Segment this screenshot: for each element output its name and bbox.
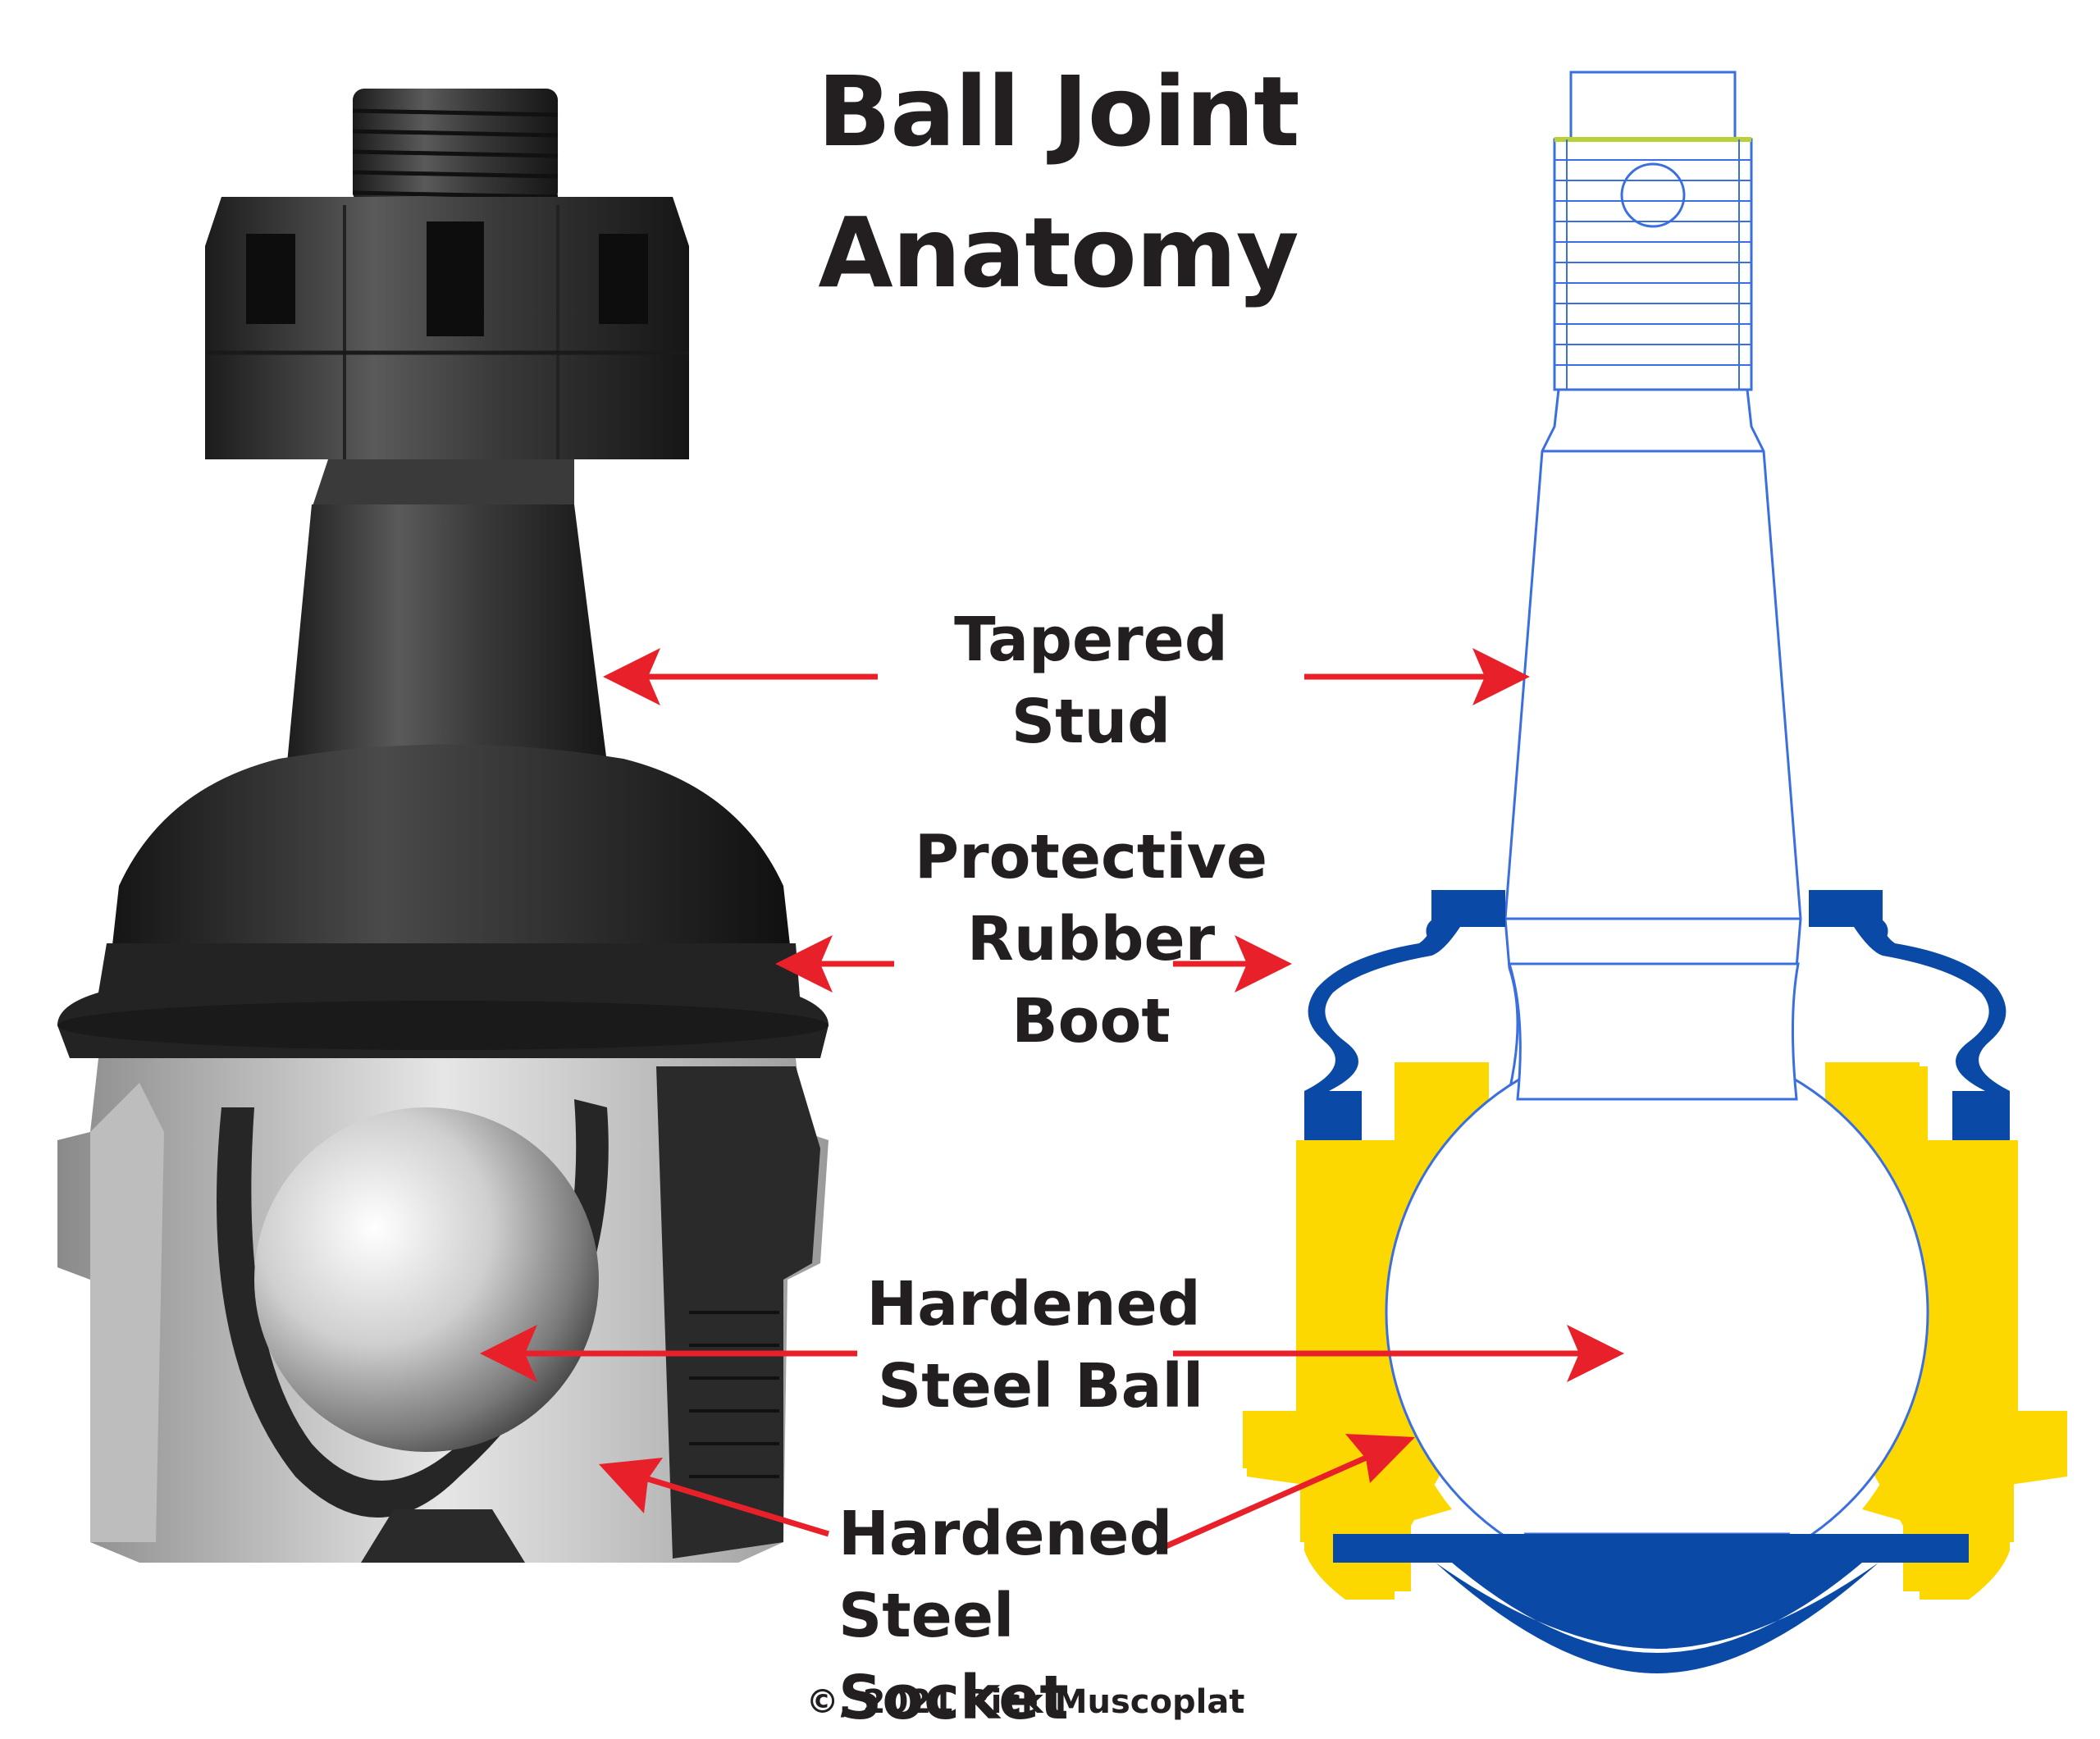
arrow-steel-socket-right xyxy=(1345,1434,1415,1483)
diagram-title: Ball Joint Anatomy xyxy=(722,41,1395,323)
label-tapered-stud: Tapered Stud xyxy=(886,599,1296,763)
label-rubber-boot-line-3: Boot xyxy=(1011,986,1171,1057)
threaded-tip xyxy=(352,89,559,203)
photo-steel-ball xyxy=(254,1107,599,1452)
cutaway-steel-ball xyxy=(1385,1040,1929,1585)
label-steel-socket: Hardened Steel Socket xyxy=(820,1493,1247,1739)
arrow-rubber-boot-left xyxy=(775,935,833,993)
label-rubber-boot: Protective Rubber Boot xyxy=(878,816,1304,1062)
copyright-notice: ©, 2021 Rick Muscoplat xyxy=(806,1683,1245,1721)
title-line-2: Anatomy xyxy=(818,196,1299,309)
label-rubber-boot-line-1: Protective xyxy=(914,822,1268,892)
photo-ball-joint xyxy=(57,89,829,1563)
photo-housing xyxy=(57,1058,829,1563)
photo-rubber-boot xyxy=(57,744,829,1058)
cutaway-steel-socket xyxy=(1333,1534,1969,1673)
castle-nut xyxy=(205,197,689,459)
cutaway-housing-right xyxy=(1825,1062,2067,1600)
arrow-tapered-stud-right xyxy=(1472,648,1530,705)
annotation-arrows xyxy=(480,648,1624,1554)
label-steel-socket-line-1: Hardened xyxy=(838,1499,1173,1569)
label-tapered-stud-line-2: Stud xyxy=(1011,687,1171,757)
label-steel-ball: Hardened Steel Ball xyxy=(845,1263,1222,1427)
title-line-1: Ball Joint xyxy=(817,55,1299,168)
cutaway-diagram xyxy=(1243,71,2067,1673)
label-steel-ball-line-1: Hardened xyxy=(866,1269,1201,1340)
cutaway-rubber-boot xyxy=(1304,890,2010,1140)
arrow-steel-ball-left xyxy=(480,1325,537,1382)
arrow-rubber-boot-right xyxy=(1235,935,1292,993)
photo-tapered-stud xyxy=(287,459,607,763)
arrow-tapered-stud-left xyxy=(603,648,660,705)
cutaway-housing-left xyxy=(1247,1062,1489,1600)
cutaway-threaded-top xyxy=(1553,71,1753,391)
label-steel-socket-line-2: Steel Socket xyxy=(838,1581,1069,1733)
label-tapered-stud-line-1: Tapered xyxy=(954,605,1228,675)
arrow-steel-ball-right xyxy=(1567,1325,1624,1382)
label-rubber-boot-line-2: Rubber xyxy=(966,904,1216,974)
label-steel-ball-line-2: Steel Ball xyxy=(878,1351,1204,1422)
arrow-steel-socket-left xyxy=(599,1458,663,1513)
